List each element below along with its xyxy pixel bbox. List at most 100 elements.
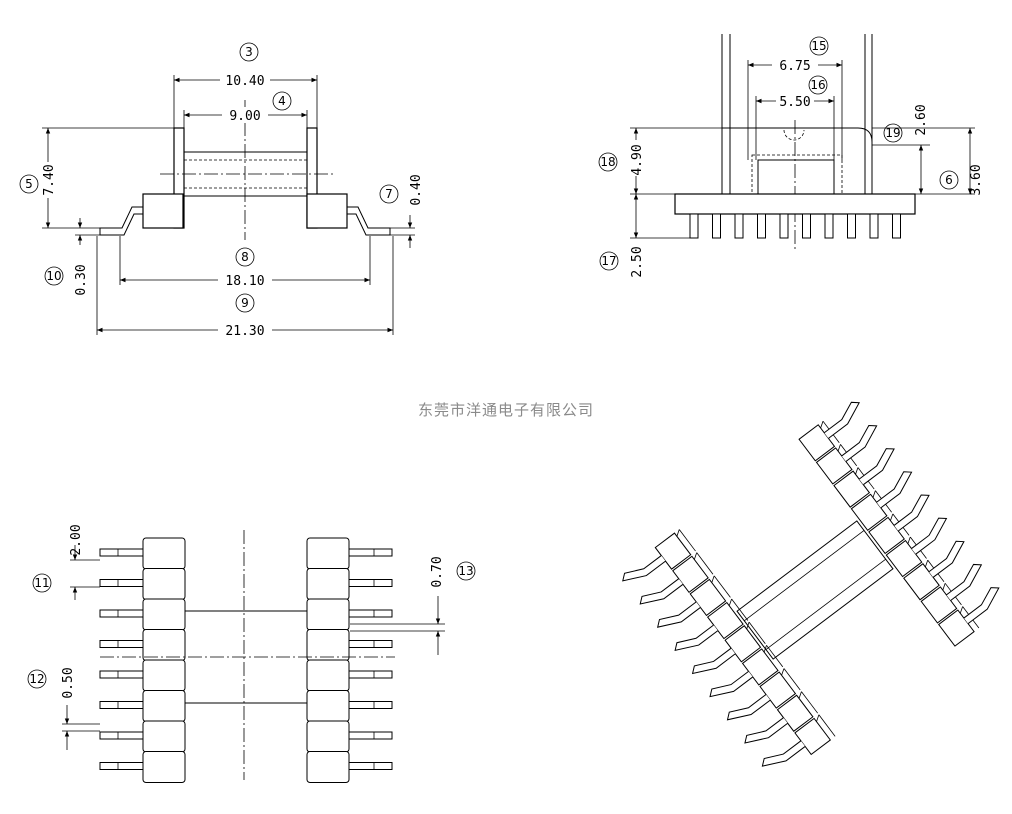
dim-2-50: 2.50: [630, 246, 645, 277]
side-core-window: [757, 159, 835, 195]
top-pin-left: [99, 609, 144, 618]
iso-pin: [893, 494, 930, 532]
iso-pin: [657, 601, 701, 628]
top-block-right: [306, 751, 350, 783]
top-pin-left: [99, 701, 144, 709]
isometric-view: [622, 401, 1000, 767]
top-block-right: [306, 598, 350, 631]
top-pin-left: [99, 762, 144, 770]
iso-pin: [858, 448, 895, 486]
top-block-left: [142, 537, 186, 570]
iso-flange-segment: [706, 601, 744, 640]
iso-pin: [963, 587, 1000, 625]
top-pin-right: [348, 701, 393, 709]
top-block-left: [142, 568, 186, 600]
iso-flange-segment: [672, 555, 709, 593]
top-blocks-left: [142, 537, 186, 783]
side-pin: [757, 213, 766, 239]
iso-pin: [928, 540, 965, 578]
callout-19: 19: [885, 126, 900, 140]
dim-0-30: 0.30: [74, 264, 89, 295]
dim-9-00: 9.00: [229, 109, 260, 124]
top-pin-right: [348, 670, 393, 679]
iso-pin: [726, 694, 771, 721]
side-view: 6.75 5.50 2.60 4.90 3.60 2.50 15 16 19 1…: [598, 34, 984, 278]
top-block-right: [306, 568, 350, 600]
iso-pin: [946, 563, 983, 601]
dim-0-50: 0.50: [61, 667, 76, 698]
top-pin-left: [99, 579, 144, 587]
callout-4: 4: [278, 94, 286, 108]
top-block-left: [142, 598, 186, 631]
callout-11: 11: [34, 576, 49, 590]
side-pin: [847, 213, 856, 239]
callout-17: 17: [601, 254, 616, 268]
dim-0-70: 0.70: [430, 556, 445, 587]
side-pin: [779, 213, 789, 239]
front-view: 10.40 9.00 7.40 18.10 21.30 0.40 0.30 3 …: [19, 42, 424, 339]
iso-pin: [744, 717, 789, 744]
iso-flange-right: [798, 401, 1000, 647]
dim-10-40: 10.40: [225, 74, 264, 89]
side-pin: [689, 213, 699, 239]
side-pin: [802, 213, 811, 239]
top-block-right: [306, 659, 350, 692]
top-pin-right: [348, 609, 393, 618]
top-pin-right: [348, 731, 393, 740]
iso-flange-left: [622, 529, 836, 767]
top-pin-left: [99, 548, 144, 557]
dim-3-60: 3.60: [969, 164, 984, 195]
iso-pin: [639, 578, 684, 605]
top-pin-left: [99, 640, 144, 648]
top-pin-right: [348, 548, 393, 557]
iso-pin: [622, 555, 666, 582]
top-block-left: [142, 751, 186, 783]
iso-pin: [691, 647, 736, 675]
iso-flange-segment: [868, 516, 905, 555]
top-pin-left: [99, 670, 144, 679]
callout-18: 18: [600, 155, 615, 169]
top-pin-right: [348, 640, 393, 648]
top-block-right: [306, 629, 350, 661]
side-pins: [689, 213, 901, 239]
iso-flange-segment: [903, 563, 940, 601]
iso-pin: [876, 471, 913, 509]
side-pin: [712, 213, 721, 239]
iso-pin: [823, 401, 860, 439]
dim-2-00: 2.00: [69, 524, 84, 555]
iso-pin: [841, 424, 878, 462]
top-block-left: [142, 690, 186, 722]
callout-10: 10: [46, 269, 61, 283]
callout-7: 7: [385, 187, 393, 201]
iso-pin: [674, 624, 719, 651]
callout-5: 5: [25, 177, 33, 191]
side-pin: [892, 213, 901, 239]
callout-8: 8: [241, 250, 249, 264]
top-pins: [99, 548, 393, 770]
top-pin-right: [348, 579, 393, 587]
side-pin: [824, 213, 834, 239]
callout-13: 13: [458, 564, 473, 578]
dim-0-40: 0.40: [409, 174, 424, 205]
dim-5-50: 5.50: [779, 95, 810, 110]
top-block-left: [142, 659, 186, 692]
top-blocks-right: [306, 537, 350, 783]
iso-flange-segment: [741, 648, 779, 686]
front-pin-right: [347, 206, 391, 236]
iso-flange-segment: [776, 694, 814, 732]
side-base: [674, 193, 916, 215]
top-block-left: [142, 629, 186, 661]
dim-4-90: 4.90: [630, 144, 645, 175]
callout-15: 15: [811, 39, 826, 53]
dim-21-30: 21.30: [225, 324, 264, 339]
dim-6-75: 6.75: [779, 59, 810, 74]
side-pin: [734, 213, 744, 239]
iso-core: [736, 520, 894, 660]
front-base-left: [142, 193, 184, 229]
top-block-right: [306, 720, 350, 753]
dim-7-40: 7.40: [42, 164, 57, 195]
front-base-right: [306, 193, 348, 229]
callout-6: 6: [945, 173, 953, 187]
callout-3: 3: [245, 45, 253, 59]
